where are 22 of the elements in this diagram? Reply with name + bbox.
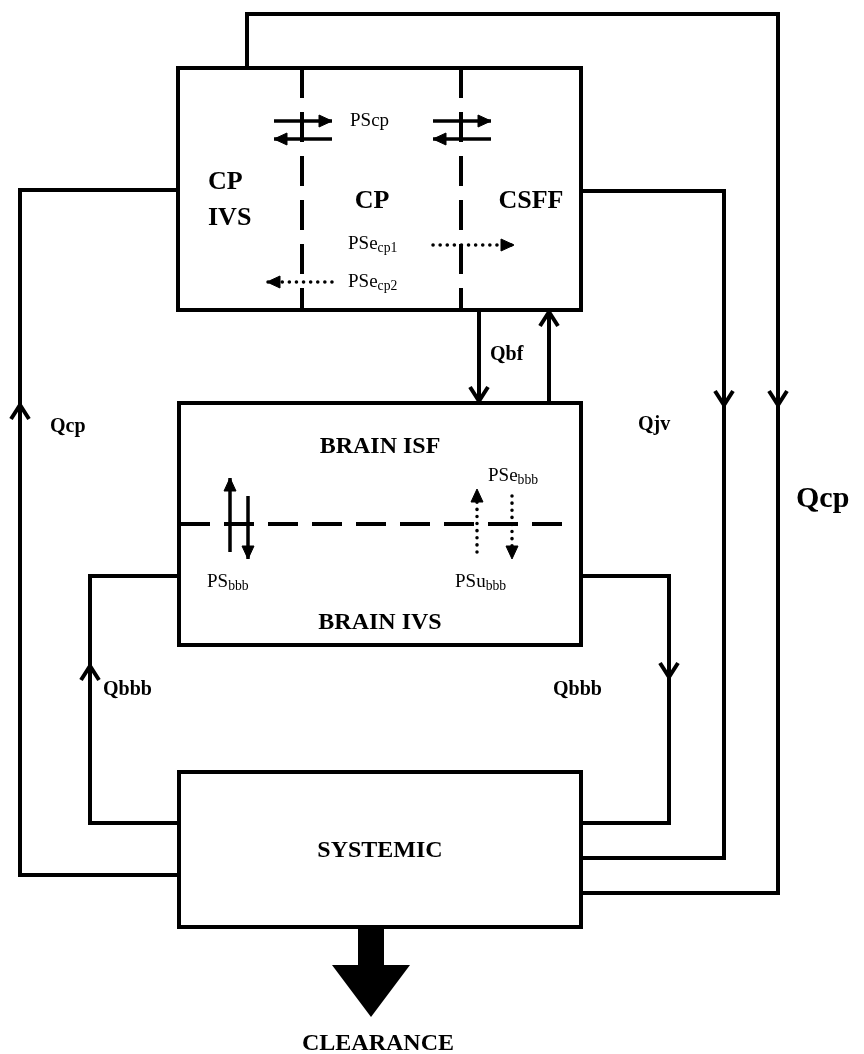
edge-label: Qcp — [796, 480, 850, 515]
compartment-label: BRAIN IVS — [317, 607, 443, 636]
edge-label: PSe$_{bbb}$ — [488, 464, 539, 489]
flux-label: PScp — [350, 109, 390, 131]
compartment-label: CP — [353, 184, 391, 216]
outcome-label: CLEARANCE — [290, 1017, 466, 1054]
edge-label: Qbf — [490, 342, 524, 365]
compartment-label: BRAIN ISF — [318, 431, 442, 460]
compartment-box — [177, 770, 583, 929]
compartment-box — [177, 401, 583, 647]
compartment-label: CP IVS — [208, 165, 253, 233]
edge-label: PSu$_{bbb}$ — [455, 570, 507, 595]
edge-label: Qbbb — [553, 677, 602, 700]
edge-label: Qjv — [638, 412, 671, 435]
edge-label: PSe$_{cp2}$ — [348, 270, 398, 295]
edge-label: PS$_{bbb}$ — [207, 570, 249, 595]
edge-label: Qbbb — [103, 677, 152, 700]
edge-label: PSe$_{cp1}$ — [348, 232, 398, 257]
compartment-label: CSFF — [497, 184, 565, 216]
compartment-label: SYSTEMIC — [316, 835, 444, 864]
compartment-box — [176, 66, 583, 312]
edge-label: Qcp — [50, 414, 86, 437]
